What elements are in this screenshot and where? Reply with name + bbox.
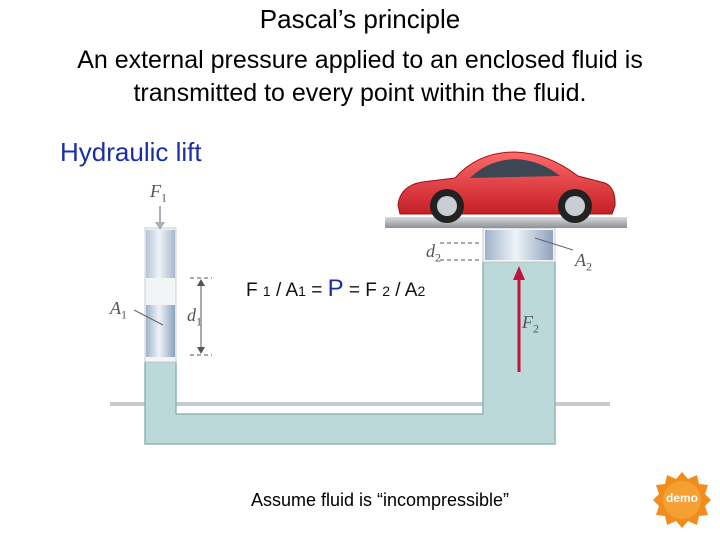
section-heading: Hydraulic lift <box>60 137 202 167</box>
label-a2: A2 <box>575 250 592 274</box>
ground <box>110 402 610 406</box>
label-f2: F2 <box>522 312 539 336</box>
large-piston <box>485 230 553 260</box>
pascal-equation: F 1 / A1 = P = F 2 / A2 <box>246 275 426 302</box>
assumption-note: Assume fluid is “incompressible” <box>250 490 510 510</box>
demo-badge-label: demo <box>665 491 698 505</box>
principle-statement: An external pressure applied to an enclo… <box>77 46 643 107</box>
slide-title: Pascal’s principle <box>259 4 461 34</box>
lift-platform <box>385 217 627 228</box>
small-piston-final <box>146 305 175 357</box>
label-f1: F1 <box>150 181 167 205</box>
demo-badge-icon[interactable] <box>653 471 711 529</box>
car <box>397 151 616 223</box>
label-a1: A1 <box>110 298 127 322</box>
small-piston-initial <box>146 230 175 278</box>
label-d1: d1 <box>187 305 202 329</box>
label-d2: d2 <box>426 241 441 265</box>
